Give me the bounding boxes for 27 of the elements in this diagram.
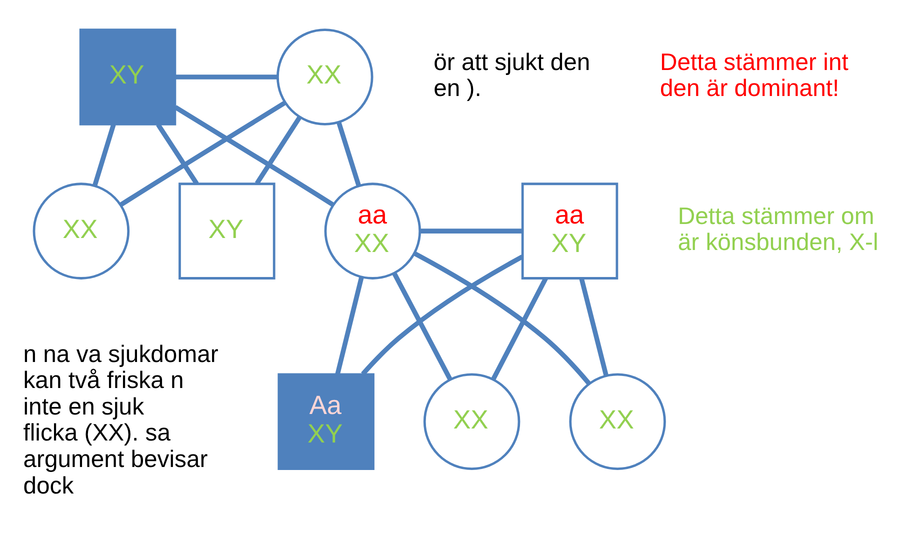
node-box: aa XY xyxy=(521,182,618,280)
node-circle: XX xyxy=(569,373,666,470)
label: ör att sjukt den en ). xyxy=(434,48,590,102)
connector xyxy=(361,254,524,376)
node-circle: XX xyxy=(32,182,130,280)
node-box: XY xyxy=(178,182,276,280)
connector xyxy=(175,74,278,80)
connector xyxy=(174,105,334,207)
node-box: Aa XY xyxy=(278,373,374,470)
connector xyxy=(413,251,591,386)
connector xyxy=(92,124,116,186)
node-circle: XX xyxy=(276,28,374,126)
connector xyxy=(420,228,522,234)
label: n na va sjukdomar kan två friska n inte en sjuk flicka (XX). sa argument bevisar dock xyxy=(23,340,218,500)
node-box: XY xyxy=(79,28,176,126)
label: Detta stämmer om är könsbunden, X-l xyxy=(678,202,878,256)
connector xyxy=(491,277,548,380)
node-circle: XX xyxy=(423,373,520,470)
connector xyxy=(156,123,199,186)
connector xyxy=(336,122,362,186)
connector xyxy=(254,116,302,185)
connector xyxy=(392,272,452,380)
label: Detta stämmer int den är dominant! xyxy=(660,48,848,102)
connector xyxy=(120,100,286,207)
connector xyxy=(579,278,608,376)
connector xyxy=(335,276,364,375)
node-circle: aa XX xyxy=(324,182,422,280)
